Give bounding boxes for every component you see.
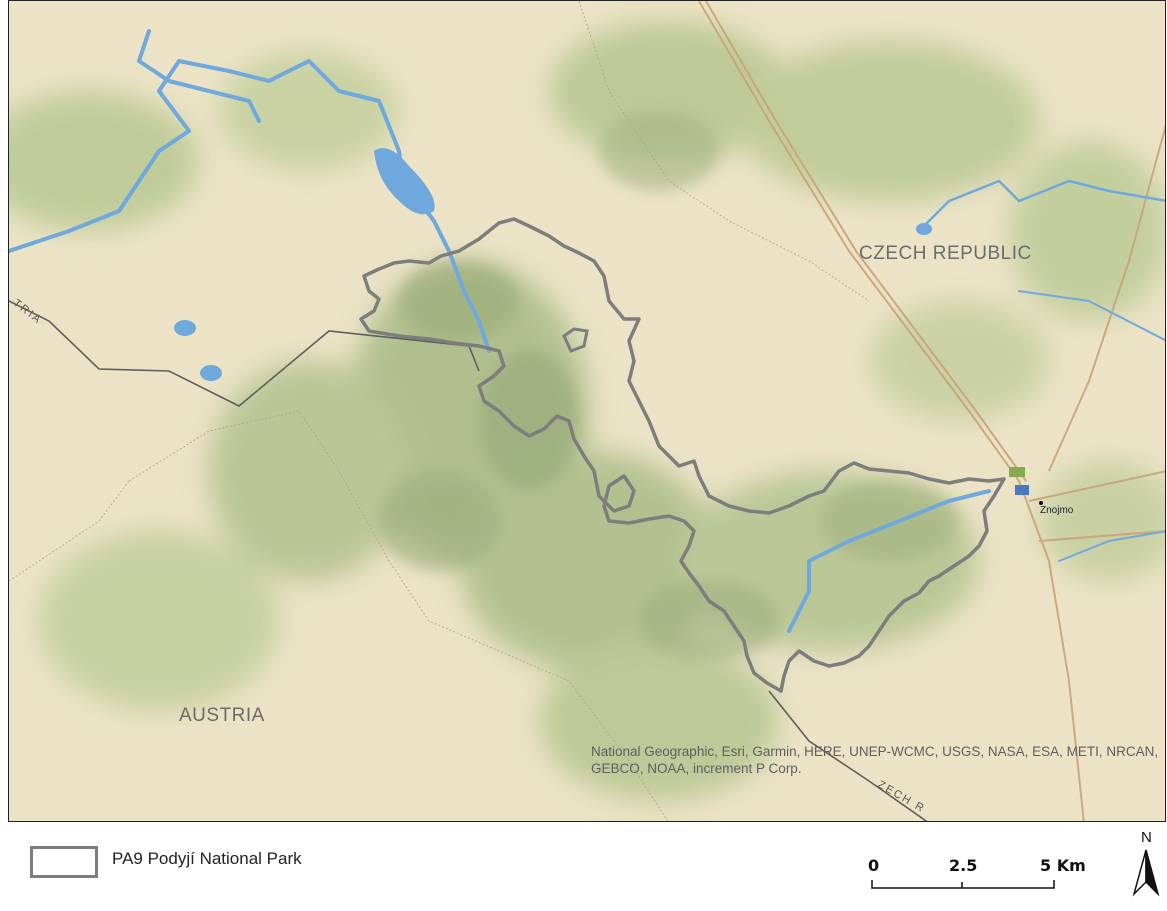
map-frame[interactable]: CZECH REPUBLIC AUSTRIA TRIA ZECH R Znojm…	[8, 0, 1166, 822]
legend-park-swatch	[30, 846, 98, 878]
label-austria: AUSTRIA	[179, 705, 265, 726]
attribution-text: National Geographic, Esri, Garmin, HERE,…	[591, 744, 1159, 776]
road-shield-green	[1009, 467, 1025, 477]
legend-park-label: PA9 Podyjí National Park	[112, 849, 302, 868]
roads	[698, 1, 1165, 821]
label-znojmo: Znojmo	[1040, 505, 1074, 516]
international-border-south	[768, 690, 928, 821]
town-dot-znojmo	[1039, 501, 1043, 505]
park-boundary-enclave	[562, 327, 589, 353]
scale-tick-0: 0	[868, 856, 880, 875]
scale-tick-2-5: 2.5	[949, 856, 978, 875]
lakes	[174, 148, 932, 381]
road-shield-blue	[1015, 485, 1029, 495]
international-border	[9, 300, 480, 407]
label-czech-republic: CZECH REPUBLIC	[859, 243, 1032, 264]
scale-tick-5km: 5 Km	[1040, 856, 1086, 875]
north-arrow-letter: N	[1141, 829, 1152, 846]
rivers	[9, 29, 1165, 633]
north-arrow-icon	[1132, 849, 1160, 897]
district-lines	[9, 1, 870, 821]
park-boundary	[359, 217, 1006, 693]
scale-bar-line	[871, 880, 1055, 889]
basemap	[9, 1, 1165, 821]
